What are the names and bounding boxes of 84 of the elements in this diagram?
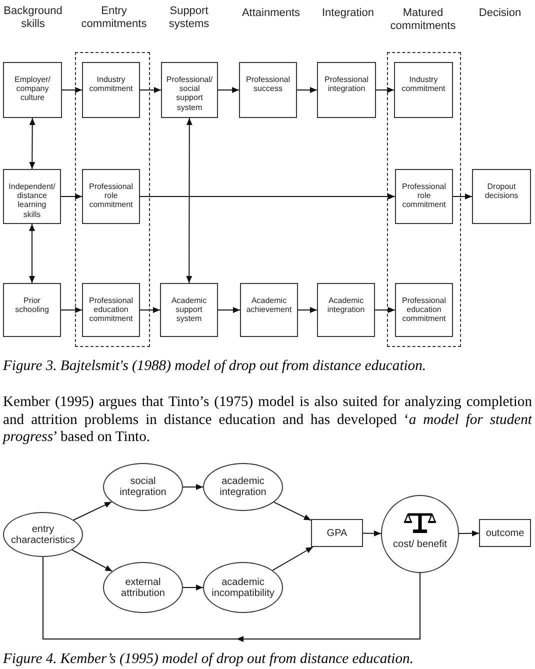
ellipse-node [203,463,283,511]
arrow [182,484,204,490]
box-label: Professional role commitment [88,182,134,210]
arrow [374,307,396,313]
arrow [62,87,82,93]
arrow [140,307,160,313]
box-label: GPA [326,528,348,538]
figure-caption: Figure 4. Kember’s (1995) model of drop out from distance education. [3,651,414,668]
circle-label: cost/ benefit [393,540,447,550]
arrow [72,549,113,572]
ellipse-label: entry characteristics [10,524,76,546]
process-box [82,62,140,118]
process-box [239,62,297,118]
ellipse-label: social integration [118,476,168,498]
arrow [296,87,318,93]
dashed-group-box [75,52,150,347]
process-box [317,62,376,118]
ellipse-label: academic incompatibility [210,576,276,598]
column-header: Support systems [168,5,210,31]
arrow [60,194,82,200]
box-label: Professional role commitment [400,182,448,210]
ellipse-node [103,562,183,613]
arrow [218,307,240,313]
process-box [161,62,218,118]
arrow [376,87,394,93]
process-box [3,169,61,224]
process-box [82,169,140,224]
arrow [274,502,312,521]
arrow [218,87,240,93]
arrow [362,530,382,536]
arrow [73,501,112,520]
column-header: Entry commitments [80,5,148,31]
process-box [3,283,61,337]
process-box [160,283,218,337]
arrow [182,584,204,590]
arrow [140,87,162,93]
arrow [452,194,472,200]
box-label: Employer/ company culture [13,75,52,103]
box-label: Academic achievement [245,296,293,314]
box-label: Academic support system [170,296,208,324]
box-label: outcome [486,528,524,538]
column-header: Matured commitments [389,7,457,33]
process-box [317,283,375,337]
arrow [272,546,314,571]
process-box [82,283,140,337]
double-headed-arrow [29,224,35,284]
process-box [395,169,453,224]
box-label: Professional integration [323,75,370,94]
arrow [458,530,480,536]
process-box [472,169,531,224]
figure-caption: Figure 3. Bajtelsmit's (1988) model of drop out from distance education. [3,358,426,375]
box-label: Industry commitment [88,75,134,94]
ellipse-label: academic integration [218,476,268,498]
process-box [395,283,453,337]
arrow [60,307,82,313]
column-header: Attainments [240,7,302,20]
process-box [3,62,62,118]
double-headed-arrow [29,118,36,170]
column-header: Decision [478,7,522,20]
box-label: Academic integration [326,296,366,314]
ellipse-node [203,562,283,613]
arrow [298,307,318,313]
box-label: Professional education commitment [400,296,448,324]
ellipse-node [103,463,183,511]
box-label: Professional success [244,75,292,94]
ellipse-label: external attribution [120,576,166,598]
column-header: Integration [321,7,375,20]
body-paragraph: Kember (1995) argues that Tinto’s (1975) model is also suited for analyzing completion and attrition problems in distance education and has developed ‘a model for student progress’ based on Tinto. [3,394,532,446]
box-label: Dropout decisions [484,182,520,200]
box-label: Professional education commitment [88,296,134,324]
box-label: Prior schooling [14,296,50,314]
box-label: Industry commitment [400,75,446,94]
box-label: Professional/ social support system [166,75,214,112]
process-box [479,519,531,547]
process-box [240,283,298,337]
process-box [394,62,453,118]
arrow [42,556,420,642]
column-header: Background skills [2,5,64,31]
process-box [311,519,363,547]
double-headed-arrow [186,118,192,284]
box-label: Independent/ distance learning skills [8,182,56,219]
dashed-group-box [387,52,461,347]
ellipse-node [3,512,83,557]
arrow [140,194,396,200]
